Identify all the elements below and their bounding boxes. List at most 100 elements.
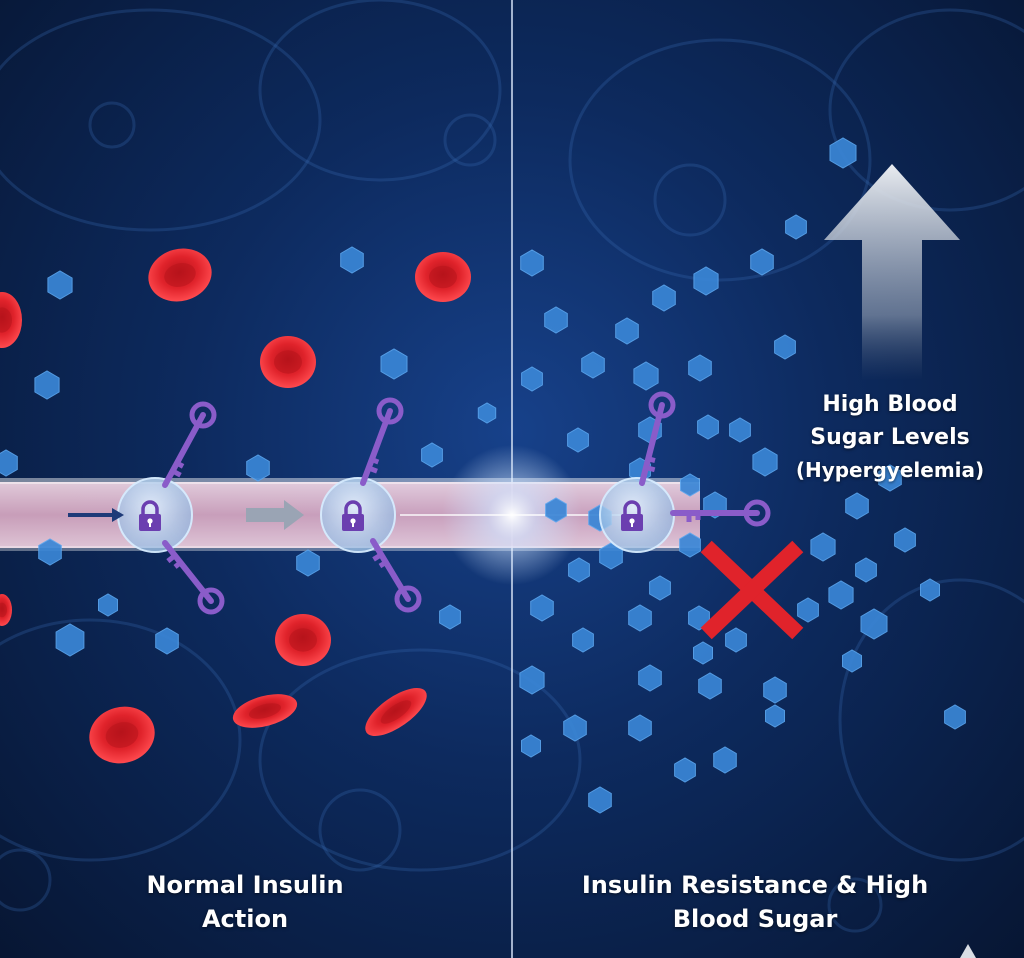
glucose-hexagon-icon — [680, 473, 700, 497]
red-blood-cell-icon — [0, 292, 22, 348]
red-blood-cells — [0, 248, 471, 764]
glucose-hexagon-icon — [98, 593, 118, 617]
glucose-hexagon-icon — [628, 714, 652, 742]
glucose-hexagon-icon — [563, 714, 587, 742]
glucose-hexagon-icon — [894, 527, 916, 553]
panel-title-resistance-line1: Insulin Resistance & High — [581, 871, 929, 899]
red-blood-cell-icon — [365, 687, 427, 737]
padlock-icon — [342, 500, 364, 531]
glucose-hexagon-icon — [380, 348, 408, 380]
up-arrow-icon — [824, 164, 960, 380]
small-up-arrow-icon — [960, 944, 976, 958]
red-blood-cell-icon — [415, 252, 471, 302]
insulin-key-icon — [370, 538, 422, 613]
insulin-key-icon — [670, 499, 771, 527]
blocked-x-icon — [700, 540, 804, 640]
glucose-hexagon-icon — [246, 454, 270, 482]
glucose-hexagon-icon — [530, 594, 554, 622]
glucose-hexagon-icon — [544, 306, 568, 334]
flow-arrow-icon — [246, 500, 304, 530]
glucose-hexagon-icon — [729, 417, 751, 443]
high-blood-sugar-line3: (Hypergyelemia) — [795, 458, 985, 482]
glucose-hexagon-icon — [765, 704, 785, 728]
glucose-hexagon-icon — [688, 354, 712, 382]
glucose-hexagon-icon — [521, 366, 543, 392]
glucose-hexagon-icon — [845, 492, 869, 520]
glucose-hexagon-icon — [55, 623, 85, 657]
high-blood-sugar-line1: High Blood — [822, 392, 958, 417]
glucose-hexagon-icon — [638, 664, 662, 692]
glucose-hexagon-icon — [688, 605, 710, 631]
glucose-hexagon-icon — [797, 597, 819, 623]
glucose-hexagon-icon — [567, 427, 589, 453]
glucose-molecules — [0, 137, 966, 814]
glucose-hexagon-icon — [920, 578, 940, 602]
red-blood-cell-icon — [275, 614, 331, 666]
glucose-hexagon-icon — [763, 676, 787, 704]
glucose-hexagon-icon — [855, 557, 877, 583]
glucose-hexagon-icon — [633, 361, 659, 391]
glucose-hexagon-icon — [878, 464, 902, 492]
glucose-hexagon-icon — [439, 604, 461, 630]
glucose-hexagon-icon — [774, 334, 796, 360]
red-blood-cell-icon — [232, 694, 298, 728]
insulin-receptors — [117, 391, 771, 615]
glucose-hexagon-icon — [421, 442, 443, 468]
glucose-hexagon-icon — [810, 532, 836, 562]
insulin-key-icon — [360, 397, 404, 486]
glucose-hexagon-icon — [693, 266, 719, 296]
glucose-hexagon-icon — [785, 214, 807, 240]
glucose-hexagon-icon — [750, 248, 774, 276]
glucose-hexagon-icon — [340, 246, 364, 274]
glucose-hexagon-icon — [155, 627, 179, 655]
glucose-hexagon-icon — [519, 665, 545, 695]
high-blood-sugar-label: High Blood Sugar Levels (Hypergyelemia) — [760, 388, 1020, 487]
glucose-hexagon-icon — [713, 746, 737, 774]
insulin-key-icon — [639, 391, 676, 486]
glucose-hexagon-icon — [725, 627, 747, 653]
flow-arrow-icon — [68, 508, 124, 522]
insulin-receptor — [117, 401, 225, 615]
red-blood-cell-icon — [260, 336, 316, 388]
padlock-icon — [621, 500, 643, 531]
padlock-icon — [139, 500, 161, 531]
panel-title-normal-line1: Normal Insulin — [146, 871, 344, 899]
panel-title-normal-line2: Action — [201, 905, 289, 933]
glucose-hexagon-icon — [38, 538, 62, 566]
glucose-hexagon-icon — [649, 575, 671, 601]
glucose-hexagon-icon — [829, 137, 857, 169]
glucose-hexagon-icon — [752, 447, 778, 477]
glucose-hexagon-icon — [615, 317, 639, 345]
glucose-hexagon-icon — [944, 704, 966, 730]
glucose-hexagon-icon — [652, 284, 676, 312]
glucose-hexagon-icon — [34, 370, 60, 400]
panel-title-resistance: Insulin Resistance & High Blood Sugar — [560, 868, 950, 936]
glucose-hexagon-icon — [628, 604, 652, 632]
glucose-hexagon-icon — [0, 449, 18, 477]
glucose-hexagon-icon — [588, 786, 612, 814]
insulin-receptor — [320, 397, 422, 613]
glucose-hexagon-icon — [545, 497, 567, 523]
red-blood-cell-icon — [0, 594, 12, 626]
glucose-hexagon-icon — [477, 402, 497, 424]
high-blood-sugar-line2: Sugar Levels — [810, 425, 970, 450]
glucose-hexagon-icon — [697, 414, 719, 440]
insulin-receptor — [599, 391, 771, 553]
glucose-hexagon-icon — [520, 249, 544, 277]
red-blood-cell-icon — [89, 706, 155, 764]
glucose-hexagon-icon — [521, 734, 541, 758]
glucose-hexagon-icon — [674, 757, 696, 783]
red-blood-cell-icon — [148, 248, 212, 302]
glucose-hexagon-icon — [572, 627, 594, 653]
panel-title-normal: Normal Insulin Action — [110, 868, 380, 936]
glucose-hexagon-icon — [828, 580, 854, 610]
glucose-hexagon-icon — [679, 532, 701, 558]
background-cells — [0, 0, 1024, 933]
flow-arrows — [68, 500, 304, 530]
insulin-key-icon — [162, 540, 225, 615]
insulin-key-icon — [162, 401, 217, 488]
glucose-hexagon-icon — [693, 641, 713, 665]
glucose-hexagon-icon — [568, 557, 590, 583]
